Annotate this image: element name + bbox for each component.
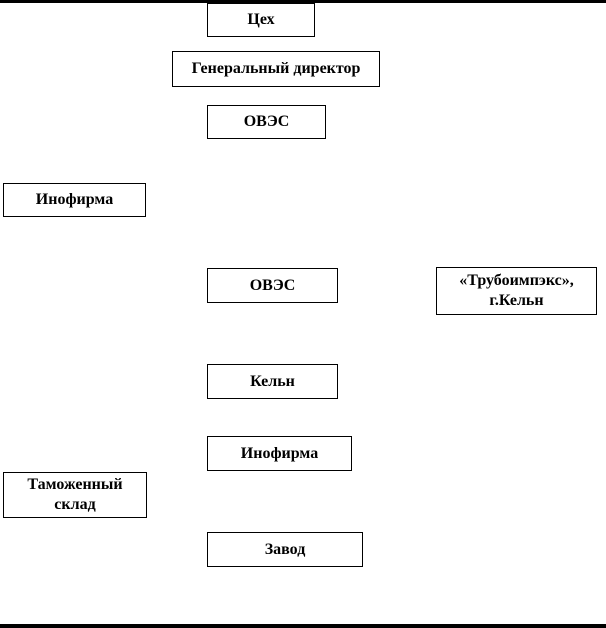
node-oves-middle: ОВЭС: [207, 268, 338, 303]
node-inofirma-middle: Инофирма: [207, 436, 352, 471]
node-customs-warehouse: Таможенный склад: [3, 472, 147, 518]
node-tseh: Цех: [207, 3, 315, 37]
top-border-line: [0, 0, 606, 3]
node-keln: Кельн: [207, 364, 338, 399]
node-zavod: Завод: [207, 532, 363, 567]
node-inofirma-left: Инофирма: [3, 183, 146, 217]
node-truboimpex-keln: «Трубоимпэкс», г.Кельн: [436, 267, 597, 315]
node-oves-top: ОВЭС: [207, 105, 326, 139]
node-general-director: Генеральный директор: [172, 51, 380, 87]
bottom-border-line: [0, 624, 606, 628]
